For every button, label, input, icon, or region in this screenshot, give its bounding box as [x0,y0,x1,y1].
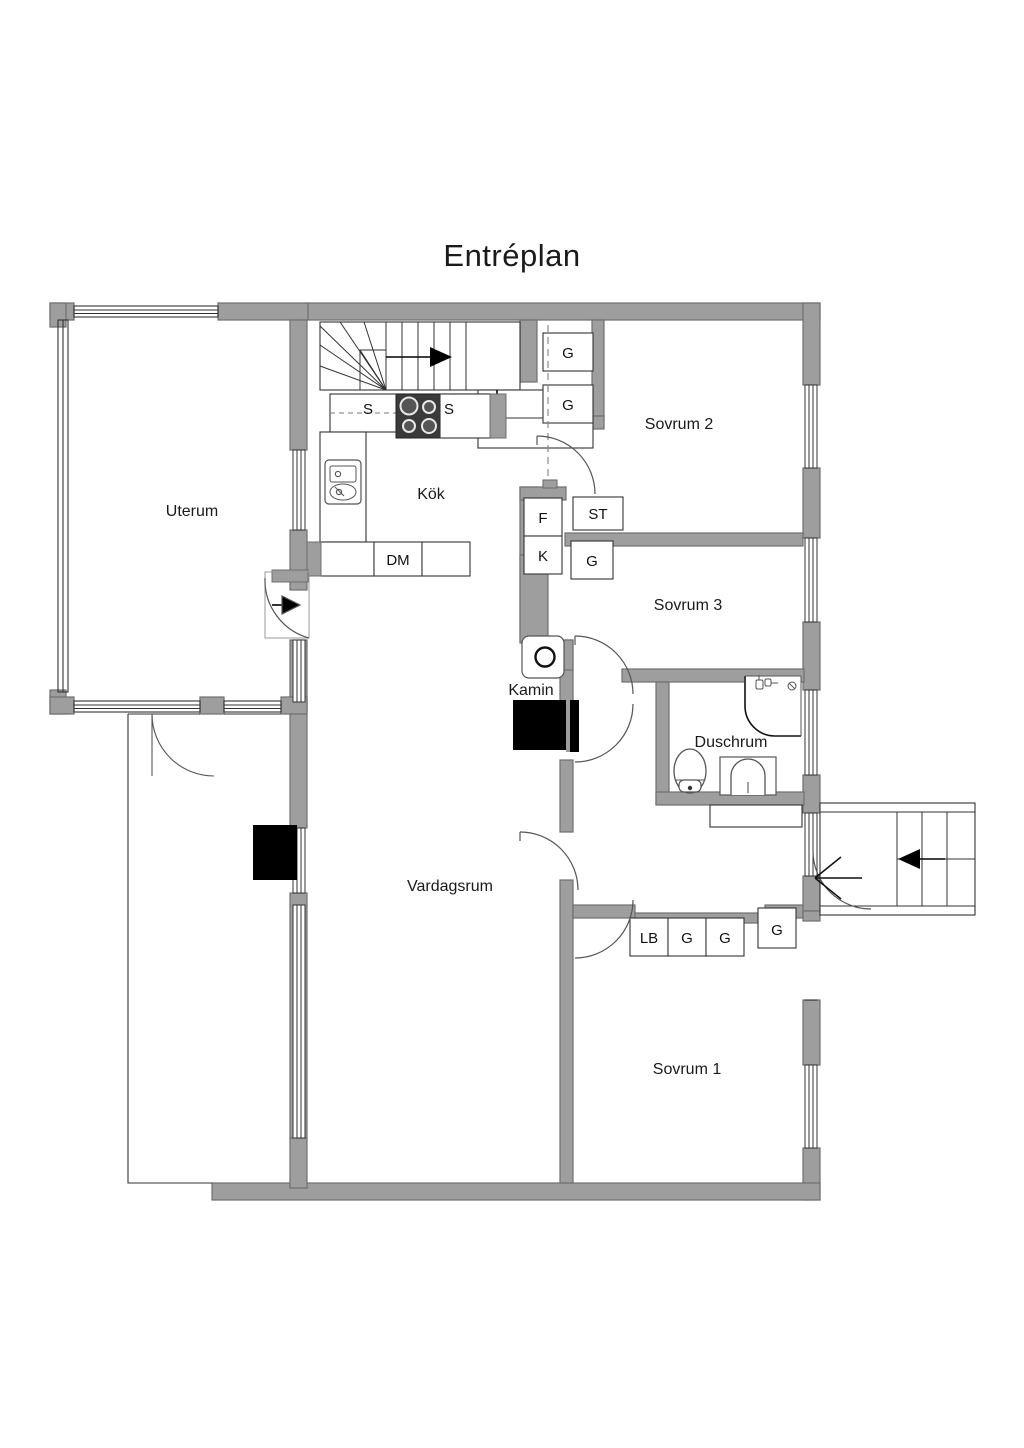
hall-storage-units [523,479,624,580]
bathroom-fixtures [673,675,803,828]
toilet-icon [673,748,707,794]
door-entry [812,850,872,910]
entry-direction-arrow-icon [898,849,945,869]
fixture-label-wardrobe-top-1: G [562,345,574,362]
fireplace-kamin [513,635,579,752]
fixture-label-wardrobe-entry: G [771,922,783,939]
entry-porch [819,802,976,916]
fixture-label-cabinet-s-right: S [444,401,454,418]
doors [151,435,872,959]
fixture-label-wardrobe-sov1-1: G [681,930,693,947]
room-label-sovrum1: Sovrum 1 [653,1061,722,1078]
fixture-label-storage: ST [588,506,607,523]
sink-icon [324,459,362,505]
stair-direction-arrow-icon [386,347,452,367]
fixture-label-cabinet-s-left: S [363,401,373,418]
fixture-label-wardrobe-top-2: G [562,397,574,414]
staircase-to-upper-floor [319,321,521,391]
door-kok-hall [536,435,596,495]
room-label-kok: Kök [417,486,446,503]
fixture-label-fridge: K [538,548,548,565]
washbasin-icon [719,756,777,796]
sovrum1-wardrobes [629,907,797,957]
fixture-label-laundry-lb: LB [640,930,658,947]
door-sovrum3 [574,635,634,695]
room-label-uterum: Uterum [166,503,218,520]
corner-shower-icon [744,675,802,737]
fireplace-secondary [253,825,297,880]
fixture-labels: S S DM F K ST G G G LB G G G [363,345,783,947]
door-duschrum [574,703,634,763]
washing-machine-icon [521,635,565,679]
door-sovrum1 [574,899,634,959]
room-label-duschrum: Duschrum [695,734,768,751]
door-direction-arrow-icon [272,595,302,615]
door-uterum-kok [264,571,310,639]
stove-icon [395,393,441,439]
fixture-label-wardrobe-sov1-2: G [719,930,731,947]
top-wardrobes [542,325,594,480]
room-label-sovrum3: Sovrum 3 [654,597,723,614]
fixture-label-freezer: F [538,510,547,527]
door-terrace [151,713,215,777]
fireplace-icon [513,700,568,750]
page-title: Entréplan [443,238,581,273]
thin-outlines [57,305,282,1184]
fixture-label-dishwasher: DM [386,552,409,569]
room-label-kamin: Kamin [508,682,553,699]
fixture-label-wardrobe-hall: G [586,553,598,570]
kitchen-fittings [271,393,507,583]
room-labels: Uterum Kök Vardagsrum Sovrum 2 Sovrum 3 … [166,416,768,1078]
room-label-vardagsrum: Vardagsrum [407,878,493,895]
door-vardagsrum-hall [519,831,579,891]
room-label-sovrum2: Sovrum 2 [645,416,714,433]
